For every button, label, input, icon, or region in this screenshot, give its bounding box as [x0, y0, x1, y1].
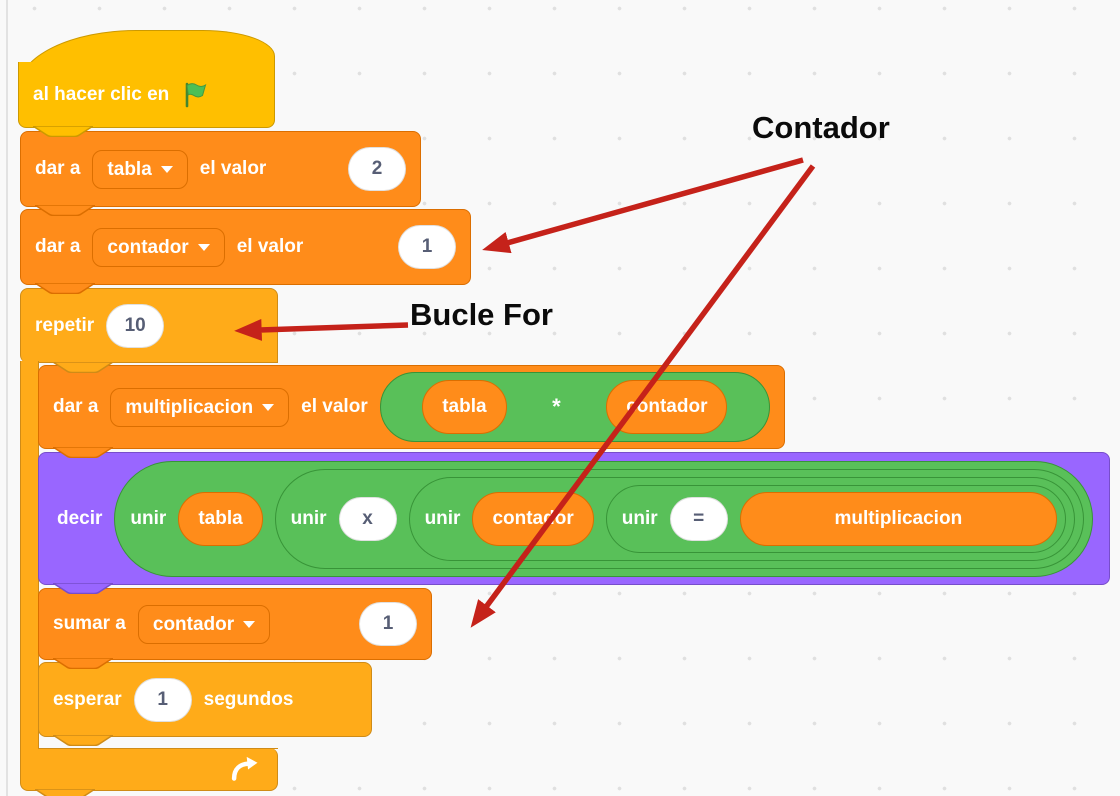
join-label: unir: [621, 507, 658, 529]
join-block-2[interactable]: unir x unir contador unir = multiplicaci…: [274, 468, 1084, 569]
wait-block[interactable]: esperar 1 segundos: [38, 662, 372, 746]
dropdown-value: contador: [107, 236, 189, 258]
block-label: el valor: [301, 396, 368, 417]
variable-reporter-multiplicacion[interactable]: multiplicacion: [739, 491, 1057, 546]
multiply-operator-block[interactable]: tabla * contador: [379, 372, 770, 442]
variable-reporter-contador[interactable]: contador: [472, 491, 594, 546]
block-label: el valor: [236, 236, 304, 257]
value-input[interactable]: 1: [359, 602, 417, 646]
repeat-inner-edge-top: [38, 361, 278, 363]
block-tab: [53, 583, 113, 594]
join-text-input[interactable]: x: [338, 496, 397, 541]
block-tab: [35, 283, 95, 294]
green-flag-icon: [185, 82, 207, 107]
variable-dropdown-contador[interactable]: contador: [137, 604, 271, 644]
block-tab: [35, 789, 95, 796]
block-tab: [33, 126, 93, 137]
dropdown-value: contador: [152, 613, 235, 635]
say-block[interactable]: decir unir tabla unir x unir contador un…: [38, 452, 1110, 594]
set-variable-tabla-block[interactable]: dar a tabla el valor 2: [20, 131, 421, 216]
hat-block-when-flag-clicked[interactable]: al hacer clic en: [18, 62, 275, 137]
variable-reporter-tabla[interactable]: tabla: [422, 380, 507, 434]
block-label: dar a: [35, 158, 81, 179]
block-tab: [53, 447, 113, 458]
block-label: el valor: [199, 158, 267, 179]
dropdown-arrow-icon: [243, 620, 256, 628]
dropdown-arrow-icon: [262, 403, 275, 411]
value-input[interactable]: 1: [398, 225, 456, 269]
hat-label: al hacer clic en: [33, 83, 170, 105]
repeat-block-bottom[interactable]: [20, 748, 278, 796]
block-tab: [53, 735, 113, 746]
workspace-left-edge: [6, 0, 8, 796]
variable-reporter-contador[interactable]: contador: [606, 380, 728, 434]
repeat-block-arm[interactable]: [20, 361, 39, 750]
repeat-times-input[interactable]: 10: [106, 304, 165, 348]
annotation-loop-label: Bucle For: [410, 297, 553, 332]
join-block-1[interactable]: unir tabla unir x unir contador unir = m…: [114, 460, 1093, 577]
dropdown-value: tabla: [107, 158, 152, 180]
block-inner-tab: [53, 362, 113, 373]
block-label: repetir: [35, 315, 95, 336]
variable-dropdown-tabla[interactable]: tabla: [92, 149, 188, 189]
arrow-counter-to-set-block: [482, 157, 804, 254]
multiply-sign: *: [552, 394, 561, 419]
block-label: decir: [57, 507, 103, 529]
block-label: segundos: [203, 688, 294, 710]
value-input[interactable]: 2: [348, 147, 406, 191]
join-label: unir: [424, 507, 461, 529]
change-variable-contador-block[interactable]: sumar a contador 1: [38, 588, 432, 669]
variable-dropdown-multiplicacion[interactable]: multiplicacion: [110, 387, 290, 427]
dropdown-arrow-icon: [197, 243, 210, 251]
dropdown-value: multiplicacion: [125, 396, 254, 418]
block-label: dar a: [35, 236, 81, 257]
repeat-block-top[interactable]: repetir 10: [20, 288, 278, 373]
annotation-counter-label: Contador: [752, 110, 890, 145]
join-text-input[interactable]: =: [669, 496, 728, 541]
join-block-4[interactable]: unir = multiplicacion: [605, 484, 1066, 553]
loop-arrow-icon: [231, 756, 258, 781]
dropdown-arrow-icon: [160, 165, 173, 173]
block-label: dar a: [53, 396, 99, 417]
variable-reporter-tabla[interactable]: tabla: [178, 491, 263, 546]
join-label: unir: [290, 507, 327, 529]
repeat-inner-edge-bottom: [38, 748, 278, 749]
join-block-3[interactable]: unir contador unir = multiplicacion: [408, 476, 1075, 561]
arrow-loop-to-repeat-block: [234, 318, 409, 341]
block-tab: [53, 658, 113, 669]
set-variable-multiplicacion-block[interactable]: dar a multiplicacion el valor tabla * co…: [38, 365, 785, 458]
set-variable-contador-block[interactable]: dar a contador el valor 1: [20, 209, 471, 294]
block-tab: [35, 205, 95, 216]
variable-dropdown-contador[interactable]: contador: [92, 227, 225, 267]
wait-seconds-input[interactable]: 1: [133, 677, 192, 722]
join-label: unir: [130, 507, 167, 529]
block-label: sumar a: [53, 613, 126, 634]
block-label: esperar: [53, 688, 122, 710]
